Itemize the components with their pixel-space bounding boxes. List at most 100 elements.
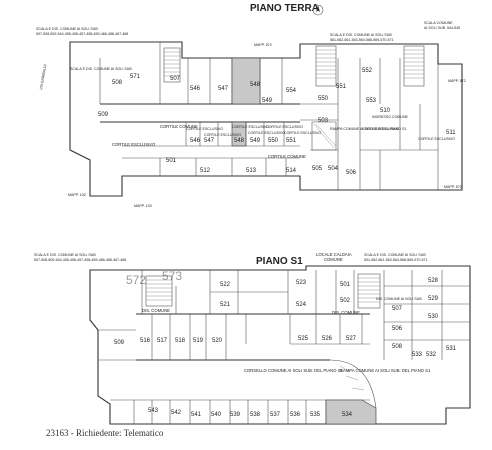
label-dis-right: DIS. COMUNE AI SOLI SUB [376,297,422,301]
label-cortile-511: CORTILE ESCLUSIVO [418,137,455,141]
label-rampa-upper: RAMPA COMUNE AI SOLI SUB DEL PIANO S1 [330,127,407,131]
upper-scala-left-nums: 507-508-509-544-455-456-457-458-459-466-… [36,32,128,36]
room-s1-532: 532 [426,352,437,358]
room-512: 512 [200,168,211,174]
room-s1-528: 528 [428,278,439,284]
room-552: 552 [362,68,373,74]
north-arrow-icon [312,4,324,16]
lower-locale-caldaia: LOCALE CALDAIA [316,252,352,257]
upper-room-labels: 571 507 508 509 510 511 512 513 514 501 … [98,68,456,176]
room-s1-522: 522 [220,282,231,288]
court-551-num: 551 [286,138,297,144]
lower-scala-left-nums: 507-508-509-544-455-456-457-458-459-466-… [34,258,126,262]
piano-terra-section: PIANO TERRA SCALA E DIS. COMUNE AI SOLI … [36,3,466,208]
upper-stairs-right [403,45,425,87]
room-s1-502: 502 [340,298,351,304]
upper-mapp-top: MAPP. 572 [254,43,272,47]
label-cortile-549: CORTILE ESCLUSIVO [248,131,285,135]
lower-scala-right: SCALA E DIS. COMUNE AI SOLI SUB [364,253,426,257]
room-s1-529: 529 [428,296,439,302]
room-513: 513 [246,168,257,174]
room-551: 551 [336,84,347,90]
piano-s1-section: PIANO S1 SCALA E DIS. COMUNE AI SOLI SUB… [34,252,471,425]
room-s1-523: 523 [296,280,307,286]
lower-locale-sub: COMUNE [324,257,343,262]
room-507: 507 [170,76,181,82]
label-cortile-547: CORTILE ESCLUSIVO [204,133,241,137]
room-s1-530: 530 [428,314,439,320]
room-509: 509 [98,112,109,118]
upper-left-street: VIA GARIBALDI [39,64,47,90]
room-s1-501: 501 [340,282,351,288]
upper-area-labels: CORTILE ESCLUSIVO CORTILE COMUNE CORTILE… [70,67,455,159]
ghost-572: 572 [126,273,146,287]
lower-scala-right-nums: 501-562-561-563-564-568-569-570-571 [364,258,428,262]
label-cortile-comune: CORTILE COMUNE [160,124,198,129]
room-s1-517: 517 [157,338,168,344]
room-547: 547 [218,86,229,92]
room-501: 501 [166,158,177,164]
room-s1-508: 508 [392,344,403,350]
room-548: 548 [250,82,261,88]
room-s1-540: 540 [211,412,222,418]
room-s1-535: 535 [310,412,321,418]
label-cortile-551: CORTILE ESCLUSIVO [284,131,321,135]
label-corsello: CORSELLO COMUNE AI SOLI SUB. DEL PIANO S… [244,368,343,373]
label-cortile-550: CORTILE ESCLUSIVO [266,125,303,129]
lower-room-labels: 509 516 517 518 519 520 521 522 523 524 … [114,278,457,418]
footer-text: 23163 - Richiedente: Telematico [46,428,164,438]
court-549-num: 549 [250,138,261,144]
upper-stairs-mid [315,45,337,87]
room-534-shading [325,399,377,425]
room-s1-516: 516 [140,338,151,344]
court-548-num: 548 [234,138,245,144]
room-554: 554 [286,88,297,94]
room-s1-541: 541 [191,412,202,418]
upper-mapp-right: MAPP. 572 [448,79,466,83]
court-547-num: 547 [204,138,215,144]
room-571: 571 [130,74,141,80]
room-511: 511 [446,130,456,136]
lower-ramp-curve [329,359,377,409]
room-s1-518: 518 [175,338,186,344]
room-s1-520: 520 [212,338,223,344]
room-s1-507: 507 [392,306,403,312]
room-553: 553 [366,98,377,104]
upper-scala-right-sub: AI SOLI SUB. 544-545 [424,26,460,30]
upper-mapp-bottom-right: MAPP. 572 [444,185,462,189]
room-514: 514 [286,168,297,174]
upper-scala-left: SCALA E DIS. COMUNE AI SOLI SUB [36,27,98,31]
lower-stairs-left [145,275,173,307]
room-s1-521: 521 [220,302,231,308]
upper-mapp-bottom-mid: MAPP. 103 [134,204,152,208]
label-cortile-548: CORTILE ESCLUSIVO [232,125,269,129]
room-s1-538: 538 [250,412,261,418]
label-cortile-comune-2: CORTILE COMUNE [268,154,306,159]
room-s1-533: 533 [412,352,423,358]
room-s1-539: 539 [230,412,241,418]
court-550-num: 550 [268,138,279,144]
lower-stairs-right [357,273,381,309]
room-s1-531: 531 [446,346,457,352]
room-s1-525: 525 [298,336,309,342]
upper-scala-mid-nums: 561-562-561-563-564-568-569-570-571 [330,38,394,42]
room-550: 550 [318,96,329,102]
label-cortile-small: CORTILE ESCLUSIVO [362,127,399,131]
room-548-shading [231,57,261,105]
room-505: 505 [312,166,323,172]
label-cortile-509: CORTILE ESCLUSIVO [112,142,156,147]
room-s1-524: 524 [296,302,307,308]
upper-mapp-bottom-left: MAPP. 102 [68,193,86,197]
room-546: 546 [190,86,201,92]
room-s1-526: 526 [322,336,333,342]
room-s1-543: 543 [148,408,159,414]
room-506: 506 [346,170,357,176]
room-s1-534: 534 [342,412,353,418]
room-549: 549 [262,98,273,104]
upper-scala-right: SCALA COMUNE [424,21,453,25]
room-s1-509: 509 [114,340,125,346]
lower-scala-left: SCALA E DIS. COMUNE AI SOLI SUB [34,253,96,257]
room-503: 503 [318,118,329,124]
court-546-num: 546 [190,138,201,144]
